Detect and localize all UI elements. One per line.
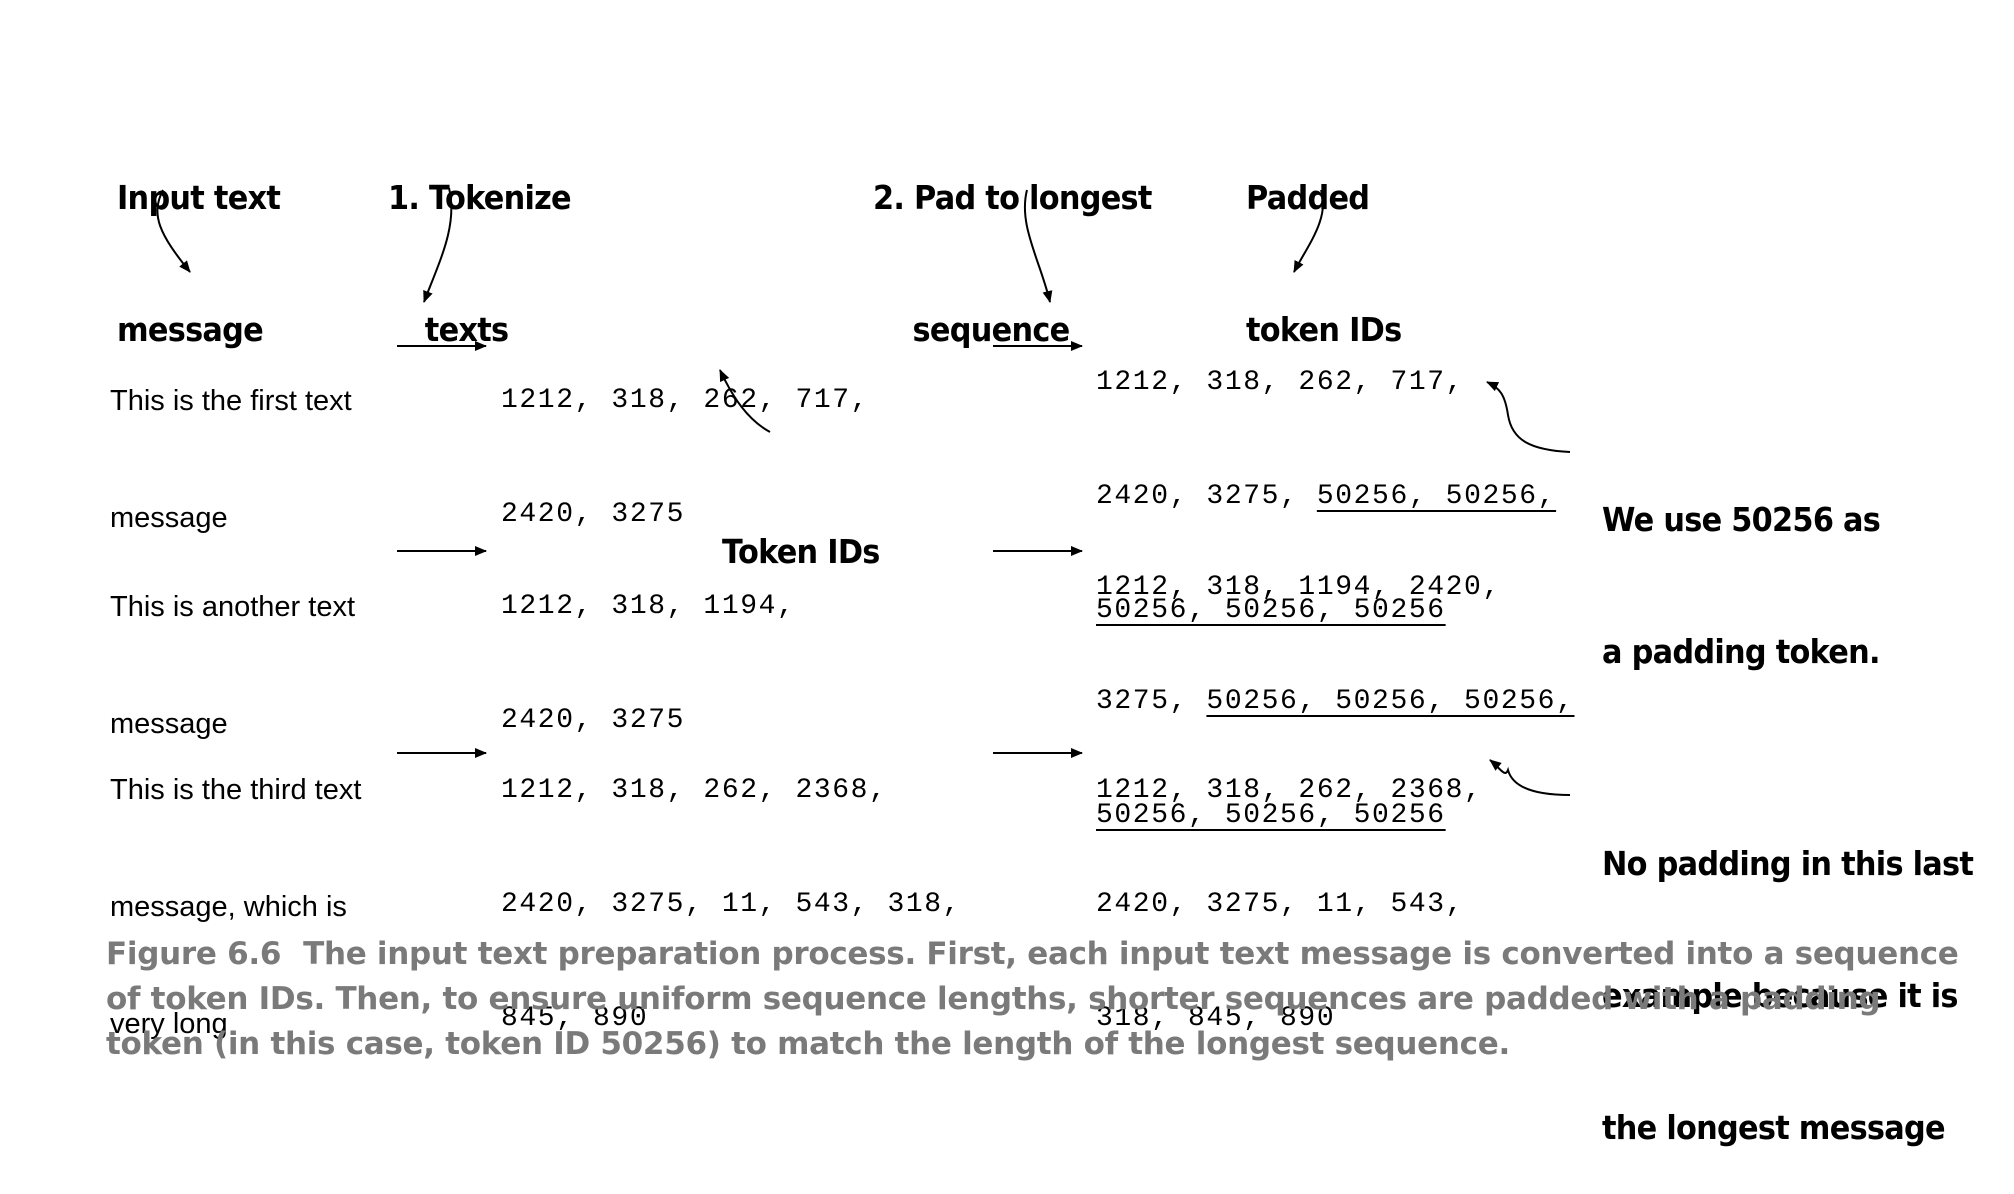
figure-number: Figure 6.6 bbox=[106, 936, 282, 972]
row-3-message: This is the third text message, which is… bbox=[110, 774, 362, 1040]
row-2-padded-ids: 1212, 318, 1194, 2420, 3275, 50256, 5025… bbox=[1096, 572, 1575, 831]
padded-token-ids-label: Padded token IDs bbox=[1246, 178, 1402, 349]
padded-ids-label-arrow bbox=[1293, 189, 1324, 273]
tokenize-texts-label: 1. Tokenize texts bbox=[388, 178, 572, 349]
token-ids-label: Token IDs bbox=[722, 532, 880, 571]
row-3-padded-ids: 1212, 318, 262, 2368, 2420, 3275, 11, 54… bbox=[1096, 775, 1483, 1034]
row-1-token-ids: 1212, 318, 262, 717, 2420, 3275 bbox=[501, 385, 870, 530]
padding-tokens: 50256, 50256, bbox=[1316, 481, 1557, 512]
row-3-token-ids: 1212, 318, 262, 2368, 2420, 3275, 11, 54… bbox=[501, 775, 962, 1034]
row-2-message: This is another text message bbox=[110, 591, 355, 740]
pad-to-longest-label: 2. Pad to longest sequence bbox=[873, 178, 1152, 349]
pad-label-arrow bbox=[1023, 189, 1053, 303]
tokenize-label-arrow bbox=[423, 187, 453, 303]
padding-tokens: 50256, 50256, 50256 bbox=[1096, 595, 1446, 626]
row-2-token-ids: 1212, 318, 1194, 2420, 3275 bbox=[501, 591, 796, 736]
no-padding-callout-arrow bbox=[1489, 759, 1571, 796]
token-ids-callout-arrow bbox=[719, 369, 771, 433]
input-text-message-label: Input text message bbox=[117, 178, 281, 349]
input-label-arrow bbox=[156, 189, 191, 273]
caption-text: The input text preparation process. Firs… bbox=[106, 936, 1959, 1062]
padding-token-note: We use 50256 as a padding token. bbox=[1602, 500, 1881, 671]
row-1-message: This is the first text message bbox=[110, 385, 352, 534]
padding-tokens: 50256, 50256, 50256 bbox=[1096, 800, 1446, 831]
arrows-layer bbox=[156, 187, 1571, 796]
padding-note-callout-arrow bbox=[1486, 381, 1571, 453]
padding-tokens: 50256, 50256, 50256, bbox=[1206, 686, 1575, 717]
row-1-padded-ids: 1212, 318, 262, 717, 2420, 3275, 50256, … bbox=[1096, 367, 1557, 626]
